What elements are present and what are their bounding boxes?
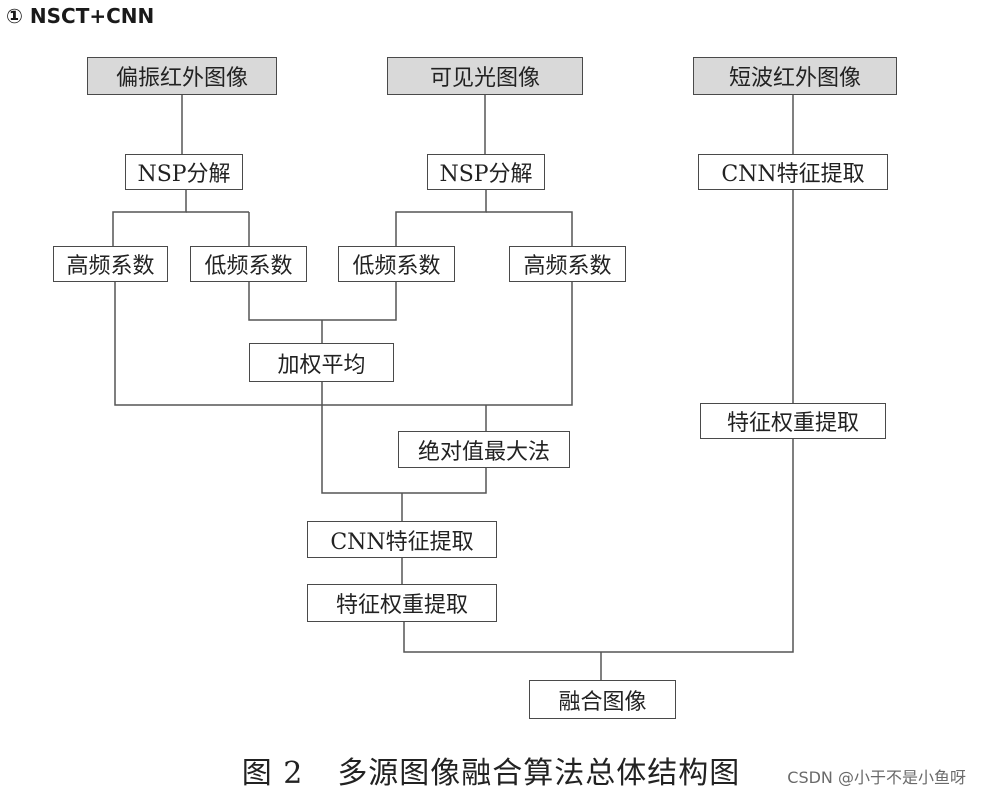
fused-image-box: 融合图像: [529, 680, 676, 719]
figure-number: 图 2: [241, 756, 304, 791]
abs-max-box: 绝对值最大法: [398, 431, 570, 468]
edge-weights-to-fusion: [403, 439, 794, 653]
high-freq-coeff-right: 高频系数: [509, 246, 626, 282]
polarized-ir-image-box: 偏振红外图像: [87, 57, 277, 95]
edge-nsp-left-split: [112, 190, 187, 246]
edge-low-to-avg: [248, 282, 397, 321]
figure-caption: 图 2 多源图像融合算法总体结构图: [0, 748, 982, 792]
nsp-decomposition-right: NSP分解: [427, 154, 545, 190]
cnn-feature-extraction-center: CNN特征提取: [307, 521, 497, 558]
edge-high-to-absmax: [114, 282, 573, 406]
feature-weight-extraction-right: 特征权重提取: [700, 403, 886, 439]
csdn-watermark: CSDN @小于不是小鱼呀: [785, 764, 968, 788]
edge-nsp-right-split-b: [486, 211, 573, 246]
swir-image-box: 短波红外图像: [693, 57, 897, 95]
low-freq-coeff-left: 低频系数: [190, 246, 307, 282]
high-freq-coeff-left: 高频系数: [53, 246, 168, 282]
edge-avg-to-merge: [321, 382, 487, 494]
feature-weight-extraction-center: 特征权重提取: [307, 584, 497, 622]
edge-nsp-right-split: [395, 190, 487, 246]
weighted-average-box: 加权平均: [249, 343, 394, 382]
nsp-decomposition-left: NSP分解: [125, 154, 243, 190]
visible-image-box: 可见光图像: [387, 57, 583, 95]
cnn-feature-extraction-right: CNN特征提取: [698, 154, 888, 190]
figure-title: 多源图像融合算法总体结构图: [337, 756, 741, 791]
section-heading: ① NSCT+CNN: [6, 4, 155, 28]
low-freq-coeff-right: 低频系数: [338, 246, 455, 282]
